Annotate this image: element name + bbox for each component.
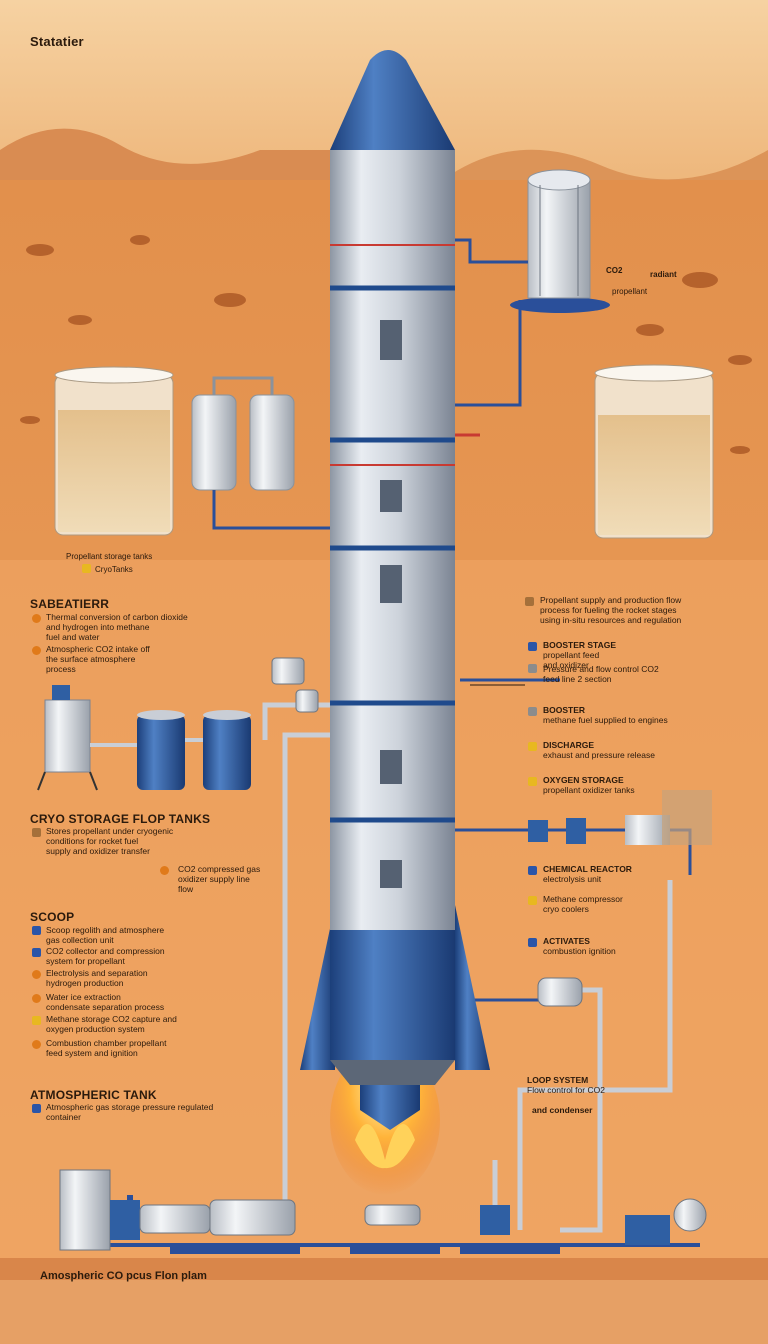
bullet-icon (32, 1016, 41, 1025)
bullet-icon (528, 742, 537, 751)
ground-processing-plant (59, 1169, 707, 1254)
cryo-caption-2: CryoTanks (95, 565, 133, 574)
cryo-caption-1: Propellant storage tanks (66, 552, 153, 561)
mountains (0, 128, 330, 190)
atmospheric-tank-text: Atmospheric gas storage pressure regulat… (46, 1102, 214, 1122)
ground-strip (0, 1280, 768, 1344)
top-right-storage-tank (510, 169, 610, 313)
bullet-icon (528, 664, 537, 673)
bullet-icon (525, 597, 534, 606)
compressor-line (528, 790, 712, 845)
bullet-icon (528, 707, 537, 716)
bullet-icon (528, 938, 537, 947)
cryo-storage-heading: CRYO STORAGE FLOP TANKS (30, 812, 211, 826)
bullet-icon (32, 970, 41, 979)
footer-caption: Amospheric CO pcus Flon plam (40, 1270, 207, 1282)
rocket (300, 50, 490, 1130)
bullet-icon (528, 866, 537, 875)
bullet-icon (160, 866, 169, 875)
heat-exchanger (537, 977, 583, 1007)
small-tanks (191, 376, 295, 491)
bullet-icon (32, 948, 41, 957)
loop-system-sub: and condenser (532, 1105, 593, 1115)
bullet-icon (32, 828, 41, 837)
pump-units (271, 657, 319, 713)
bullet-icon (32, 926, 41, 935)
tank-label-1: CO2 (606, 266, 623, 275)
right-cryo-tank (594, 364, 714, 539)
bullet-icon (32, 614, 41, 623)
bullet-icon (528, 896, 537, 905)
tank-label-3: propellant (612, 287, 648, 296)
bullet-icon (82, 564, 91, 573)
bullet-icon (528, 777, 537, 786)
left-cryo-tank (54, 366, 174, 536)
page-title: Statatier (30, 34, 84, 49)
bullet-icon (32, 1104, 41, 1113)
scoop-heading: SCOOP (30, 910, 75, 924)
sabatier-heading: SABEATIERR (30, 597, 110, 611)
pipes (60, 238, 700, 1247)
atmospheric-tank-heading: ATMOSPHERIC TANK (30, 1088, 157, 1102)
bullet-icon (32, 646, 41, 655)
bullet-icon (528, 642, 537, 651)
bullet-icon (32, 994, 41, 1003)
bullet-icon (32, 1040, 41, 1049)
surface-rocks (20, 235, 752, 454)
tank-label-2: radiant (650, 270, 677, 279)
blue-storage-tanks (90, 710, 251, 790)
mixer-tank-equipment (37, 685, 98, 791)
